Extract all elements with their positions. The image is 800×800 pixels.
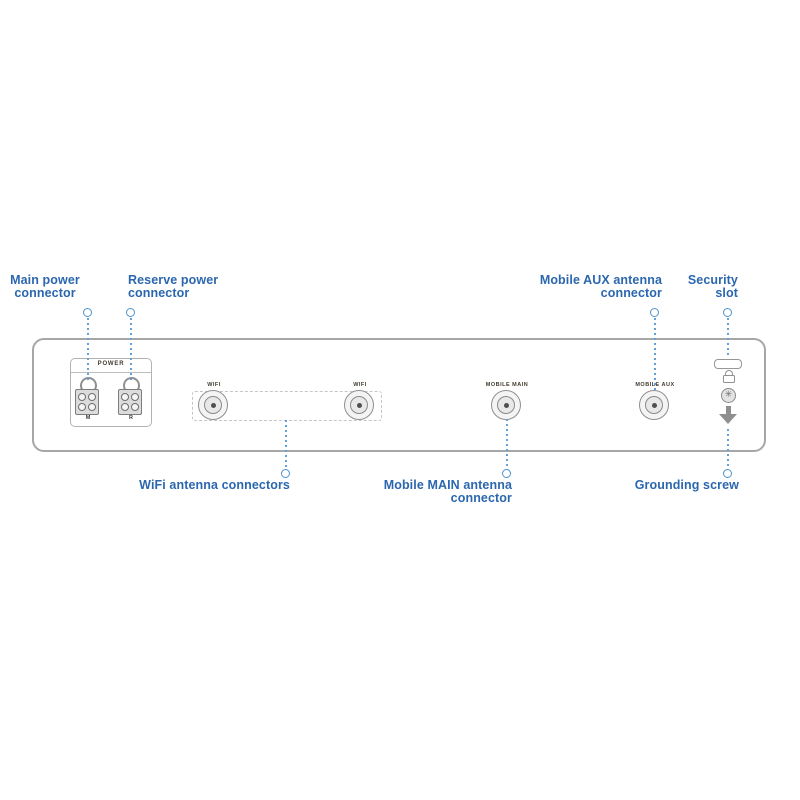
mobile-aux-antenna-connector bbox=[639, 390, 669, 420]
lock-icon-body bbox=[723, 374, 735, 383]
leader-line-main-power bbox=[87, 318, 89, 380]
callout-mobile-main-line2: connector bbox=[450, 491, 512, 505]
leader-dot-mobile-aux bbox=[650, 308, 659, 317]
wifi-antenna-connector-right bbox=[344, 390, 374, 420]
wifi-right-port-label: WIFI bbox=[353, 382, 367, 388]
leader-line-mobile-main bbox=[506, 419, 508, 469]
wifi-left-port-label: WIFI bbox=[207, 382, 221, 388]
power-pin bbox=[130, 402, 139, 411]
callout-main-power-line2: connector bbox=[14, 286, 76, 300]
power-group-label: POWER bbox=[97, 361, 125, 367]
callout-mobile-main: Mobile MAIN antenna connector bbox=[362, 479, 512, 505]
callout-mobile-aux-line1: Mobile AUX antenna bbox=[539, 273, 662, 287]
callout-main-power: Main power connector bbox=[0, 274, 90, 300]
power-pin bbox=[87, 393, 96, 402]
callout-grounding: Grounding screw bbox=[599, 479, 739, 492]
leader-dot-wifi bbox=[281, 469, 290, 478]
security-slot bbox=[714, 359, 742, 369]
leader-line-reserve-power bbox=[130, 318, 132, 380]
power-pin bbox=[130, 393, 139, 402]
leader-line-grounding bbox=[727, 429, 729, 469]
callout-main-power-line1: Main power bbox=[10, 273, 80, 287]
mobile-main-port-label: MOBILE MAIN bbox=[485, 382, 529, 388]
callout-mobile-main-line1: Mobile MAIN antenna bbox=[383, 478, 512, 492]
leader-line-mobile-aux bbox=[654, 318, 656, 390]
power-pin bbox=[87, 402, 96, 411]
main-power-connector bbox=[75, 389, 99, 415]
main-power-letter: M bbox=[85, 415, 91, 421]
leader-dot-main-power bbox=[83, 308, 92, 317]
grounding-screw: ✳ bbox=[721, 388, 736, 403]
reserve-power-letter: R bbox=[129, 415, 133, 421]
power-pin bbox=[78, 393, 87, 402]
callout-reserve-power-line2: connector bbox=[128, 286, 190, 300]
power-pin bbox=[78, 402, 87, 411]
callout-grounding-line1: Grounding screw bbox=[634, 478, 739, 492]
callout-reserve-power: Reserve power connector bbox=[128, 274, 258, 300]
callout-reserve-power-line1: Reserve power bbox=[128, 273, 219, 287]
ground-arrow-icon bbox=[725, 406, 731, 415]
wifi-antenna-connector-left bbox=[198, 390, 228, 420]
leader-dot-grounding bbox=[723, 469, 732, 478]
power-pin bbox=[121, 393, 130, 402]
leader-dot-reserve-power bbox=[126, 308, 135, 317]
ground-arrow-icon-head bbox=[719, 414, 737, 424]
power-group-divider bbox=[71, 372, 151, 373]
callout-security-slot-line1: Security bbox=[687, 273, 738, 287]
callout-security-slot-line2: slot bbox=[715, 286, 738, 300]
callout-security-slot: Security slot bbox=[678, 274, 738, 300]
power-pin bbox=[121, 402, 130, 411]
leader-line-security-slot bbox=[727, 318, 729, 358]
leader-line-wifi bbox=[285, 420, 287, 469]
mobile-main-antenna-connector bbox=[491, 390, 521, 420]
reserve-power-connector bbox=[118, 389, 142, 415]
leader-dot-mobile-main bbox=[502, 469, 511, 478]
leader-dot-security-slot bbox=[723, 308, 732, 317]
callout-mobile-aux-line2: connector bbox=[600, 286, 662, 300]
callout-wifi-line1: WiFi antenna connectors bbox=[139, 478, 290, 492]
callout-wifi: WiFi antenna connectors bbox=[110, 479, 290, 492]
callout-mobile-aux: Mobile AUX antenna connector bbox=[512, 274, 662, 300]
